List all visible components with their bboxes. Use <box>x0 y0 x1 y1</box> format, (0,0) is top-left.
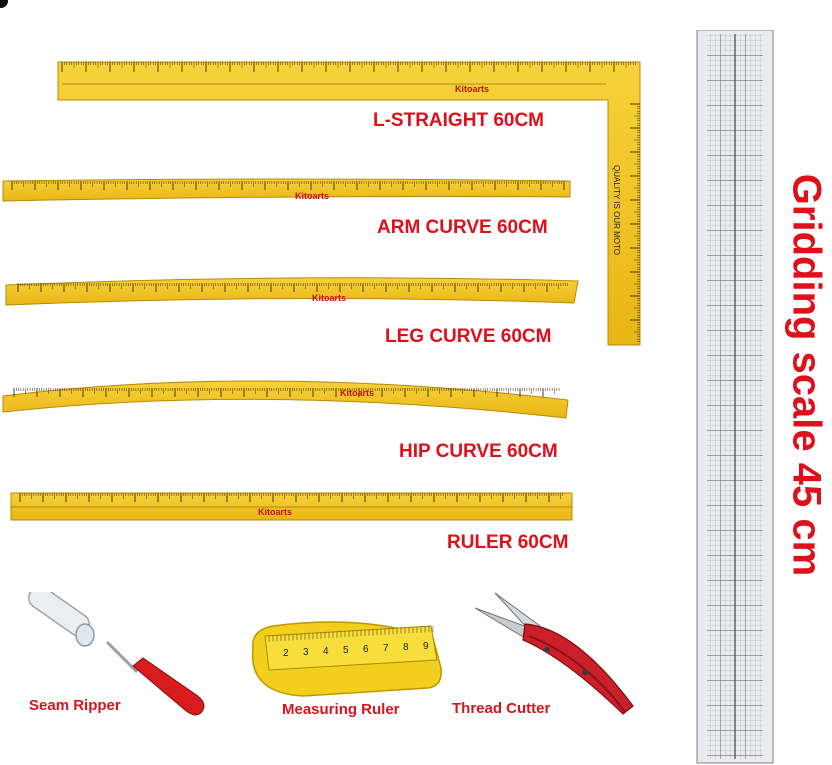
tape-number-1: 2 <box>283 648 289 659</box>
thread-cutter-label: Thread Cutter <box>452 700 551 717</box>
tape-number-2: 3 <box>303 647 309 658</box>
hip-curve-label: HIP CURVE 60CM <box>399 441 558 462</box>
corner-dot <box>0 0 8 8</box>
leg-curve-label: LEG CURVE 60CM <box>385 326 552 347</box>
tape-number-3: 4 <box>323 646 329 657</box>
tape-number-6: 7 <box>383 643 389 654</box>
gridding-scale-label: Gridding scale 45 cm <box>784 173 829 577</box>
arm-curve-ruler: Kitoarts <box>2 178 571 202</box>
measuring-tape-image: 2 3 4 5 6 7 8 9 <box>251 621 442 697</box>
hip-brand-text: Kitoarts <box>340 388 374 398</box>
leg-brand-text: Kitoarts <box>312 293 346 303</box>
tape-number-5: 6 <box>363 644 369 655</box>
leg-curve-ruler: Kitoarts <box>5 277 579 306</box>
arm-curve-label: ARM CURVE 60CM <box>377 217 548 238</box>
tape-number-8: 9 <box>423 641 429 652</box>
measuring-ruler-label: Measuring Ruler <box>282 701 400 718</box>
gridding-scale <box>696 30 774 764</box>
l-straight-label: L-STRAIGHT 60CM <box>373 110 544 131</box>
quality-note-text: QUALITY IS OUR MOTO <box>612 165 621 255</box>
seam-ripper-label: Seam Ripper <box>29 697 121 714</box>
arm-brand-text: Kitoarts <box>295 191 329 201</box>
gridding-scale-title: Gridding scale 45 cm <box>776 145 832 605</box>
hip-curve-ruler: Kitoarts <box>2 380 569 419</box>
ruler-brand-text: Kitoarts <box>258 507 292 517</box>
ruler-label: RULER 60CM <box>447 532 569 553</box>
straight-ruler: Kitoarts <box>10 492 573 521</box>
thread-cutter-image <box>474 592 634 715</box>
l-brand-text: Kitoarts <box>455 84 489 94</box>
tape-number-7: 8 <box>403 642 409 653</box>
tape-number-4: 5 <box>343 645 349 656</box>
seam-ripper-image <box>28 592 205 716</box>
